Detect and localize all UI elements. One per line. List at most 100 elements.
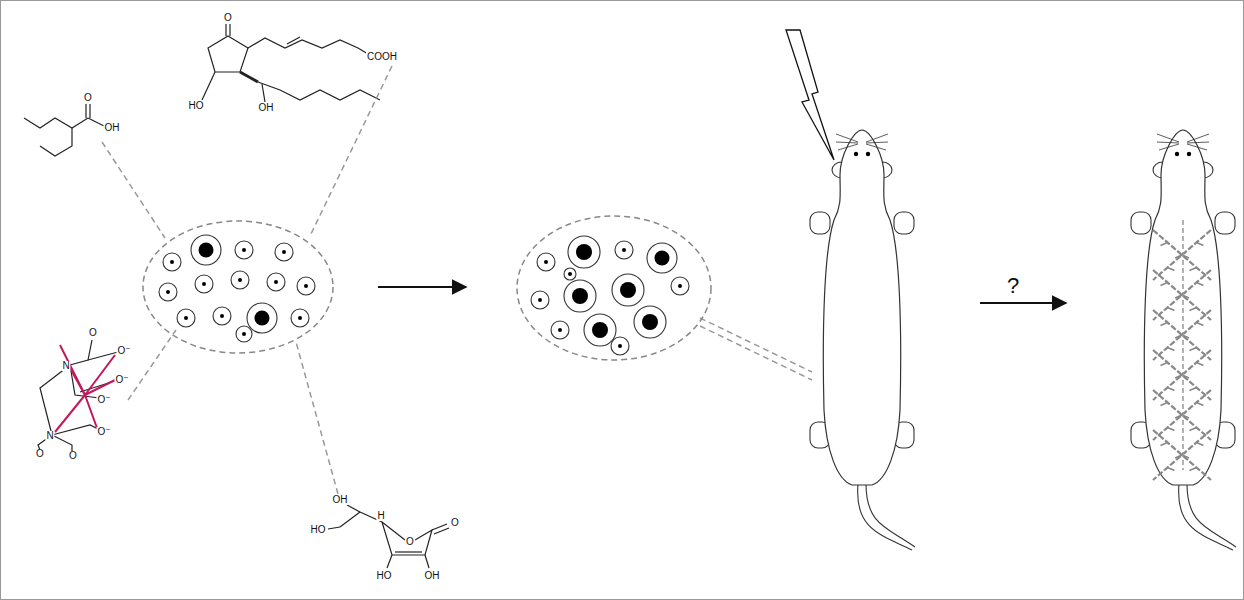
atom-label: O [223, 13, 233, 23]
cell [247, 303, 277, 333]
nucleus [568, 272, 572, 276]
atom-label: O⁻ [114, 375, 129, 385]
prostaglandin [202, 24, 380, 102]
vessel-branch [1197, 443, 1204, 446]
nucleus [620, 282, 636, 298]
cell [615, 241, 633, 259]
mouse-whisker [866, 134, 888, 142]
vessel-branch [1161, 323, 1168, 326]
cell [531, 291, 549, 309]
vessel [1153, 430, 1211, 480]
mouse-paw [1215, 212, 1235, 234]
leader-lines [102, 66, 812, 494]
mouse-tail [1187, 484, 1236, 547]
mouse [1131, 130, 1236, 550]
atom-label: HO [188, 101, 205, 111]
cell [163, 253, 181, 271]
atom-label: O [83, 93, 93, 103]
nucleus [655, 251, 670, 266]
nucleus [166, 290, 170, 294]
cell-cluster [517, 216, 711, 360]
vessel-branch [1175, 335, 1182, 338]
cell [564, 268, 576, 280]
mouse-whisker [836, 142, 858, 143]
vessel [1153, 310, 1211, 360]
mouse-eye [866, 152, 870, 156]
cell [213, 307, 231, 325]
question-mark: ? [1006, 275, 1020, 297]
mouse-whisker [1187, 134, 1209, 142]
nucleus [678, 284, 682, 288]
cell [634, 306, 666, 338]
mouse-eye [854, 152, 858, 156]
atom-label: HO [376, 571, 393, 581]
cell [551, 321, 569, 339]
cell [275, 243, 293, 261]
atom-label: O [88, 328, 98, 338]
coordination-bonds [55, 345, 115, 432]
valproic-acid [24, 104, 104, 156]
mouse-paw [810, 212, 830, 234]
mouse-whisker [866, 144, 886, 150]
vessel-branch [1197, 363, 1204, 366]
atom-label: O⁻ [96, 427, 111, 437]
atom-label: N [45, 431, 54, 441]
mouse-whisker [866, 142, 888, 143]
vessel-branch [1190, 428, 1197, 431]
nucleus [255, 311, 270, 326]
nucleus [642, 314, 658, 330]
process-arrow [378, 286, 466, 288]
nucleus [538, 298, 542, 302]
nucleus [544, 260, 548, 264]
process-arrow [980, 302, 1066, 304]
vessel [1153, 350, 1211, 400]
vessel-branch [1161, 443, 1168, 446]
mouse-whisker [1187, 144, 1207, 150]
vessel [1153, 430, 1211, 480]
vessel [1153, 270, 1211, 320]
vessel-branch [1197, 323, 1204, 326]
nucleus [238, 278, 242, 282]
vessel [1182, 220, 1184, 470]
vessel-branch [1190, 468, 1197, 471]
nucleus [298, 316, 302, 320]
cell [564, 280, 596, 312]
vessel [1153, 270, 1211, 320]
nucleus [242, 332, 246, 336]
vessel-branch [1161, 363, 1168, 366]
vessel-branch [1190, 388, 1197, 391]
cell [584, 314, 616, 346]
mouse-whisker [1157, 142, 1179, 143]
vessel-branch [1190, 348, 1197, 351]
atom-label: OH [332, 495, 349, 505]
nucleus [202, 282, 206, 286]
vessel [1153, 310, 1211, 360]
cell [612, 274, 644, 306]
vessel-branch [1190, 268, 1197, 271]
atom-label: OH [104, 123, 121, 133]
cell [177, 309, 195, 327]
nucleus [558, 328, 562, 332]
mouse-whisker [836, 134, 858, 142]
vessel [1153, 390, 1211, 440]
nucleus [170, 260, 174, 264]
nucleus [572, 288, 588, 304]
cell [191, 235, 221, 265]
nucleus [184, 316, 188, 320]
mouse [810, 130, 915, 550]
vessel-branch [1190, 308, 1197, 311]
ascorbic-acid [328, 505, 449, 568]
atom-label: H [376, 511, 385, 521]
vessel-branch [1161, 243, 1168, 246]
cell [236, 326, 252, 342]
mouse-eye [1187, 152, 1191, 156]
mouse-tail [866, 484, 915, 547]
atom-label: O [68, 451, 78, 461]
vessel-branch [1168, 348, 1175, 351]
vessel-branch [1197, 403, 1204, 406]
vessel-branch [1175, 455, 1182, 458]
metal-complex [38, 340, 118, 452]
atom-label: O [405, 537, 415, 547]
